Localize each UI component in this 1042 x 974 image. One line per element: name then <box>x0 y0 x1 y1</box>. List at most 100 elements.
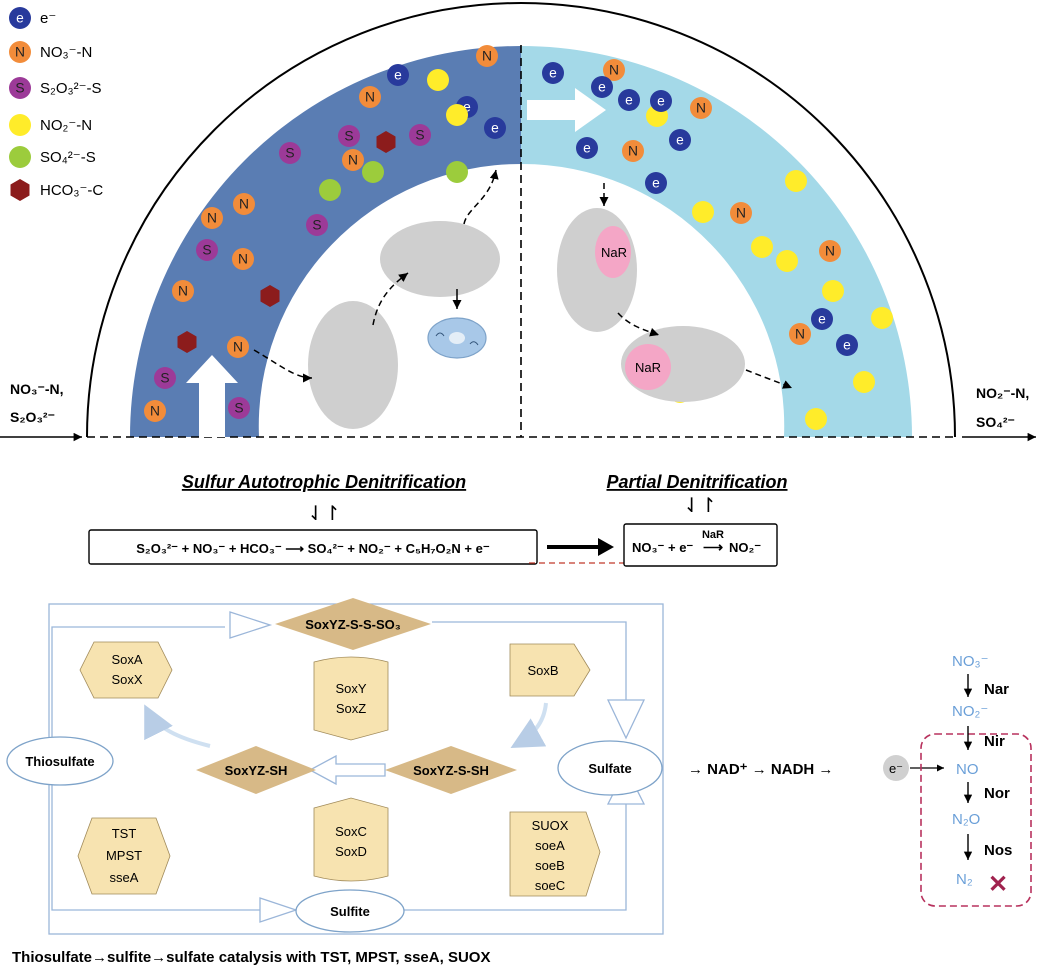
particle-so4-13 <box>446 161 468 183</box>
legend-no2-icon <box>9 114 31 136</box>
outlet-label-1: NO₂⁻-N, <box>976 385 1029 401</box>
svg-text:e: e <box>394 68 402 83</box>
legend-s-icon: S <box>9 77 31 99</box>
particle-e-48: e <box>836 334 858 356</box>
particle-no2-44 <box>822 280 844 302</box>
svg-text:S: S <box>344 129 353 144</box>
nad-chain: → NAD⁺ → NADH → <box>688 761 833 778</box>
particle-n-19: N <box>232 248 254 270</box>
open-arrow-bottom <box>259 897 299 923</box>
particle-n-16: N <box>201 207 223 229</box>
sad-title: Sulfur Autotrophic Denitrification <box>182 472 466 492</box>
enzyme-soxc-soxd <box>313 797 389 882</box>
legend-n-icon: N <box>9 41 31 63</box>
particle-e-33: e <box>650 90 672 112</box>
enzyme-soxa-soxx <box>79 641 173 699</box>
diamond-soxyz-sss <box>275 598 431 650</box>
particle-s-10: S <box>279 142 301 164</box>
no3-species: NO₃⁻ <box>952 653 989 670</box>
soeb-label: soeB <box>535 858 565 873</box>
sad-equation-box <box>88 529 538 565</box>
reduction-dashed-box <box>920 733 1032 907</box>
svg-text:S: S <box>234 401 243 416</box>
light-band <box>521 46 912 437</box>
equations: Sulfur Autotrophic Denitrification Parti… <box>88 472 788 567</box>
particle-n-23: N <box>227 336 249 358</box>
particle-n-40: N <box>730 202 752 224</box>
pd-exchange-arrows: ⇃↾ <box>683 495 717 517</box>
svg-text:N: N <box>696 101 706 116</box>
trajectory-3 <box>463 169 499 225</box>
trajectory-6 <box>745 369 793 389</box>
particle-n-32: N <box>690 97 712 119</box>
tst-label: TST <box>112 826 137 841</box>
svg-text:S: S <box>202 243 211 258</box>
enzyme-suox-soe <box>509 811 601 897</box>
particle-n-26: N <box>144 400 166 422</box>
upflow-arrow <box>186 355 238 437</box>
particle-e-37: e <box>645 172 667 194</box>
legend-so4-icon <box>9 146 31 168</box>
pd-equation-box <box>623 523 778 567</box>
svg-text:S: S <box>15 81 24 96</box>
svg-text:e: e <box>625 93 633 108</box>
svg-text:N: N <box>239 197 249 212</box>
trajectory-2 <box>372 272 409 326</box>
particle-no2-38 <box>785 170 807 192</box>
ssea-label: sseA <box>110 870 139 885</box>
thiosulfate-node <box>6 736 114 786</box>
soxyz-sss-label: SoxYZ-S-S-SO₃ <box>305 617 401 632</box>
particle-no2-42 <box>776 250 798 272</box>
particle-hco3-7 <box>376 131 396 153</box>
svg-text:S: S <box>160 371 169 386</box>
diamond-soxyz-ssh <box>385 746 517 794</box>
mpst-label: MPST <box>106 848 142 863</box>
enzyme-soxy-soxz <box>313 656 389 741</box>
svg-text:e: e <box>583 141 591 156</box>
particle-no2-41 <box>751 236 773 258</box>
inlet-label-1: NO₃⁻-N, <box>10 381 64 397</box>
soxa-label: SoxA <box>111 652 142 667</box>
legend-n-label: NO₃⁻-N <box>40 44 92 61</box>
nor-enzyme: Nor <box>984 785 1010 802</box>
soxz-label: SoxZ <box>336 701 366 716</box>
particle-n-36: N <box>622 140 644 162</box>
legend-no2-label: NO₂⁻-N <box>40 117 92 134</box>
electron-dot <box>883 755 909 781</box>
cell-release <box>380 221 500 297</box>
electron-label: e⁻ <box>889 761 903 776</box>
flow-bottom-right <box>404 800 627 911</box>
suox-label: SUOX <box>532 818 569 833</box>
pd-title: Partial Denitrification <box>606 472 787 492</box>
trajectory-5 <box>617 312 660 337</box>
particle-s-8: S <box>409 124 431 146</box>
particle-hco3-20 <box>260 285 280 307</box>
soxx-label: SoxX <box>111 672 142 687</box>
pd-eq-right: NO₂⁻ <box>729 540 761 555</box>
flow-left-bottom <box>51 782 260 911</box>
particle-s-17: S <box>306 214 328 236</box>
sulfite-label: Sulfite <box>330 904 370 919</box>
blocked-cross-icon: ✕ <box>988 871 1008 898</box>
svg-text:N: N <box>736 206 746 221</box>
svg-text:S: S <box>415 128 424 143</box>
particle-n-3: N <box>359 86 381 108</box>
particle-n-43: N <box>819 240 841 262</box>
svg-text:N: N <box>150 404 160 419</box>
svg-text:N: N <box>365 90 375 105</box>
svg-text:e: e <box>818 312 826 327</box>
bacterium-icon <box>427 317 487 359</box>
soxb-label: SoxB <box>527 663 558 678</box>
cells: NaR NaR <box>253 169 793 429</box>
svg-text:N: N <box>348 153 358 168</box>
particle-e-30: e <box>591 76 613 98</box>
sulfate-label: Sulfate <box>588 761 631 776</box>
nar-label-2: NaR <box>635 360 661 375</box>
particle-n-11: N <box>342 149 364 171</box>
svg-text:e: e <box>652 176 660 191</box>
particle-no2-50 <box>805 408 827 430</box>
diamond-soxyz-sh <box>196 746 316 794</box>
nar-enzyme: Nar <box>984 681 1009 698</box>
pd-eq-left: NO₃⁻ + e⁻ <box>632 540 693 555</box>
